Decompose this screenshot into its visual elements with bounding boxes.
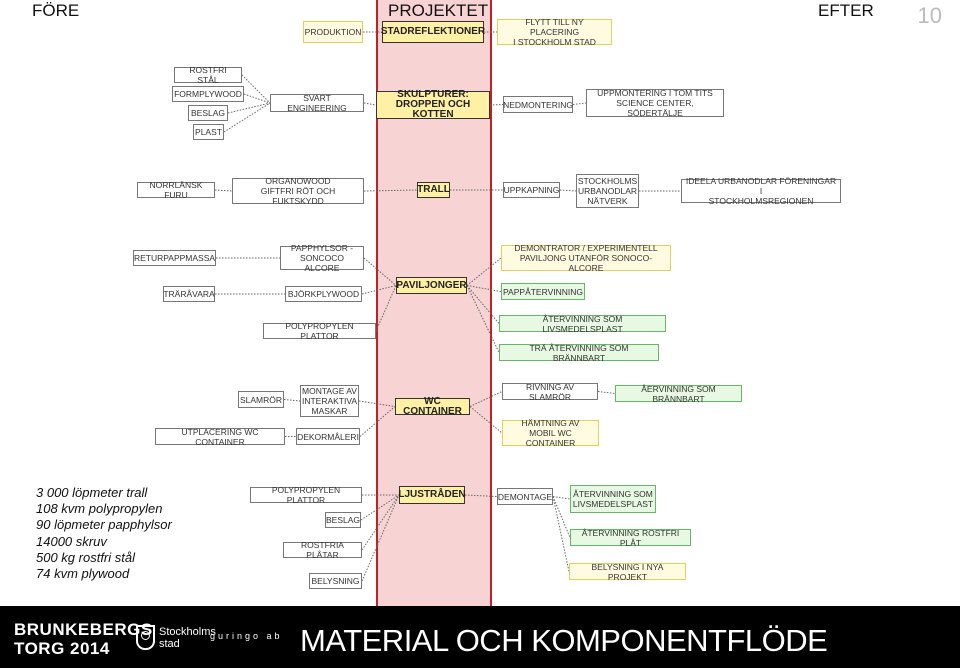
node-bjorkply: BJÖRKPLYWOOD	[285, 286, 362, 302]
edge-bjorkply-to-paviljonger	[361, 285, 397, 295]
note-line: 90 löpmeter papphylsor	[36, 517, 172, 533]
node-dekor: DEKORMÅLERI	[296, 428, 360, 445]
node-slamror: SLAMRÖR	[238, 391, 284, 408]
node-uppmontering: UPPMONTERING I TOM TITS SCIENCE CENTER, …	[586, 88, 724, 118]
stockholm-crest-icon	[136, 625, 155, 650]
logo-line: BRUNKEBERGS	[14, 620, 153, 639]
node-ideela: IDEELA URBANODLAR FÖRENINGAR I STOCKHOLM…	[681, 176, 841, 206]
stockholm-stad-logo: Stockholms stad	[159, 626, 216, 650]
edge-paviljonger-to-demonstrator	[466, 257, 502, 286]
edge-beslag1-to-svart	[227, 102, 271, 114]
node-demonstrator: DEMONTRATOR / EXPERIMENTELL PAVILJONG UT…	[501, 243, 671, 273]
node-traravara: TRÄRÅVARA	[163, 286, 215, 302]
edge-paviljonger-to-atervinn-livs1	[466, 285, 500, 324]
logo-line: Stockholms	[159, 626, 216, 638]
node-produktion: PRODUKTION	[303, 21, 363, 43]
edge-rivning-to-aer-brann	[597, 391, 616, 394]
header-project: PROJEKTET	[388, 1, 489, 20]
edge-demontage-to-atervinn-livs2	[552, 496, 571, 500]
node-hamtning: HÄMTNING AV MOBIL WC CONTAINER	[502, 418, 599, 448]
note-line: 108 kvm polypropylen	[36, 501, 163, 517]
edge-montage-to-wc	[358, 400, 396, 407]
node-stockholms: STOCKHOLMS URBANODLAR NÄTVERK	[576, 174, 639, 208]
footer-bar	[0, 606, 960, 668]
node-flytt: FLYTT TILL NY PLACERING I STOCKHOLM STAD	[497, 17, 612, 47]
node-formplywood: FORMPLYWOOD	[172, 86, 244, 102]
edge-paviljonger-to-tra-brann	[466, 285, 500, 353]
edge-plast-to-svart	[223, 102, 271, 133]
guringo-logo: guringo ab	[210, 631, 283, 641]
edge-uppkapning-to-stockholms	[559, 189, 577, 192]
edge-dekor-to-wc	[359, 406, 396, 437]
node-belysning1: BELYSNING	[309, 573, 362, 589]
node-demontage: DEMONTAGE	[497, 488, 553, 505]
edge-organowood-to-trall	[363, 189, 418, 192]
edge-rostfri-to-svart	[241, 74, 271, 104]
edge-ljustraden-to-demontage	[464, 494, 498, 497]
node-belysning-nytt: BELYSNING I NYA PROJEKT	[569, 562, 686, 582]
node-utplacering: UTPLACERING WC CONTAINER	[155, 427, 285, 447]
node-nedmontering: NEDMONTERING	[503, 96, 573, 113]
node-uppkapning: UPPKAPNING	[503, 182, 560, 198]
node-pappater: PAPPÅTERVINNING	[501, 283, 585, 300]
edge-paviljonger-to-pappater	[466, 285, 502, 292]
material-quantities: 3 000 löpmeter trall 108 kvm polypropyle…	[36, 485, 172, 582]
edge-wc-to-rivning	[469, 391, 503, 407]
header-before: FÖRE	[32, 1, 80, 20]
node-beslag1: BESLAG	[188, 105, 228, 121]
node-tra-brann: TRÄ ÅTERVINNING SOM BRÄNNBART	[499, 343, 659, 363]
edge-rostfria-platar-to-ljustraden	[361, 494, 400, 551]
node-beslag2: BESLAG	[325, 512, 361, 528]
node-polyplattor2: POLYPROPYLEN PLATTOR	[250, 485, 362, 505]
edge-nedmontering-to-uppmontering	[572, 102, 587, 105]
node-ljustraden: LJUSTRÅDEN	[398, 486, 466, 504]
node-paviljonger: PAVILJONGER	[396, 277, 467, 294]
note-line: 3 000 löpmeter trall	[36, 485, 148, 500]
page-number: 10	[917, 3, 942, 28]
node-organowood: ORGANOWOOD GIFTFRI RÖT OCH FUKTSKYDD	[232, 176, 364, 206]
node-atervinn-livs2: ÅTERVINNING SOM LIVSMEDELSPLAST	[570, 485, 656, 513]
logo-line: stad	[159, 638, 180, 650]
note-line: 14000 skruv	[36, 533, 107, 549]
edge-papphylsor-to-paviljonger	[363, 257, 397, 286]
node-stadreflektioner: STADREFLEKTIONER	[381, 21, 485, 43]
node-plast: PLAST	[193, 124, 224, 140]
brunkebergs-logo: BRUNKEBERGS TORG 2014	[14, 620, 153, 658]
header-after: EFTER	[818, 1, 874, 20]
edge-norrlansk-to-organowood	[214, 189, 233, 192]
edge-svart-to-skulpturer	[363, 102, 377, 106]
logo-line: TORG 2014	[14, 639, 110, 658]
edge-wc-to-hamtning	[469, 406, 503, 434]
edge-beslag2-to-ljustraden	[360, 494, 400, 521]
note-line: 74 kvm plywood	[36, 566, 130, 582]
edge-demontage-to-belysning-nytt	[552, 496, 570, 572]
node-wc: WC CONTAINER	[395, 396, 470, 416]
node-atervinn-livs1: ÅTERVINNING SOM LIVSMEDELSPLAST	[499, 314, 666, 334]
node-returpapp: RETURPAPPMASSA	[133, 250, 216, 266]
node-papphylsor: PAPPHYLSOR - SONCOCO ALCORE	[280, 243, 364, 273]
edge-skulpturer-to-nedmontering	[489, 104, 504, 106]
edge-demontage-to-atervinn-plat	[552, 496, 571, 538]
edge-belysning1-to-ljustraden	[361, 494, 400, 582]
node-skulpturer: SKULPTURER: DROPPEN OCH KOTTEN	[376, 90, 490, 120]
note-line: 500 kg rostfri stål	[36, 549, 135, 565]
edge-polyplattor1-to-paviljonger	[375, 285, 397, 332]
edge-slamror-to-montage	[283, 399, 301, 402]
node-rostfria-platar: ROSTFRIA PLÅTAR	[283, 540, 362, 560]
node-svart: SVART ENGINEERING	[270, 93, 364, 113]
node-trall: TRALL	[417, 182, 450, 198]
node-atervinn-plat: ÅTERVINNING ROSTFRI PLÅT	[570, 528, 691, 548]
node-rostfri: ROSTFRI STÅL	[174, 65, 242, 85]
page-title: MATERIAL OCH KOMPONENTFLÖDE	[300, 623, 828, 658]
node-aer-brann: ÅERVINNING SOM BRÄNNBART	[615, 384, 742, 404]
node-montage: MONTAGE AV INTERAKTIVA MASKAR	[300, 385, 359, 417]
node-rivning: RIVNING AV SLAMRÖR	[502, 382, 598, 402]
node-polyplattor1: POLYPROPYLEN PLATTOR	[263, 321, 376, 341]
node-norrlansk: NORRLÄNSK FURU	[137, 180, 215, 200]
